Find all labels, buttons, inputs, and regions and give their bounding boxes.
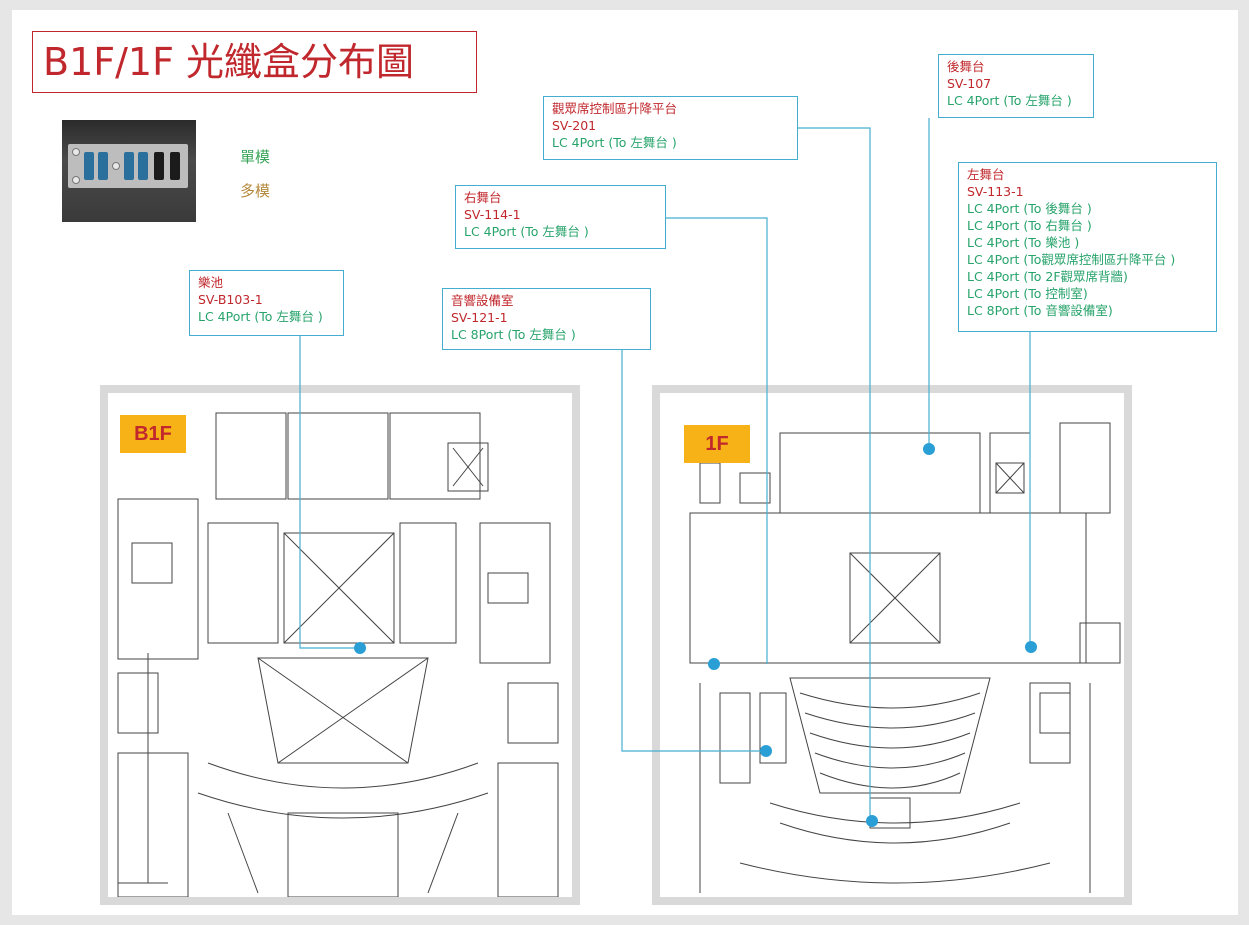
callout-name: 觀眾席控制區升降平台 [552, 101, 678, 116]
b1f-badge: B1F [120, 415, 186, 453]
callout-port: LC 4Port (To 後舞台 ) [967, 201, 1092, 216]
callout-name: 左舞台 [967, 167, 1005, 182]
callout-port: LC 4Port (To 左舞台 ) [947, 93, 1072, 108]
callout-id: SV-121-1 [451, 310, 508, 325]
callout-right-stage: 右舞台 SV-114-1 LC 4Port (To 左舞台 ) [455, 185, 666, 249]
callout-port: LC 4Port (To 左舞台 ) [464, 224, 589, 239]
callout-port: LC 4Port (To 樂池 ) [967, 235, 1080, 250]
leader-right-stage [665, 217, 768, 664]
callout-name: 音響設備室 [451, 293, 514, 308]
callout-id: SV-114-1 [464, 207, 521, 222]
1f-plan-drawing [689, 422, 1121, 893]
callout-id: SV-107 [947, 76, 992, 91]
callout-id: SV-B103-1 [198, 292, 263, 307]
marker-orchestra-pit [354, 642, 366, 654]
callout-port: LC 4Port (To 左舞台 ) [198, 309, 323, 324]
callout-back-stage: 後舞台 SV-107 LC 4Port (To 左舞台 ) [938, 54, 1094, 118]
marker-left-stage [1025, 641, 1037, 653]
b1f-plan-drawing [117, 412, 559, 897]
leader-audience-control [797, 127, 871, 820]
marker-right-stage [708, 658, 720, 670]
callout-name: 樂池 [198, 275, 224, 290]
b1f-floor-plan: B1F [100, 385, 580, 905]
callout-port: LC 4Port (To 左舞台 ) [552, 135, 677, 150]
callout-port: LC 4Port (To 控制室) [967, 286, 1088, 301]
1f-floor-plan: 1F [652, 385, 1132, 905]
callout-port: LC 4Port (To 2F觀眾席背牆) [967, 269, 1128, 284]
callout-port: LC 4Port (To觀眾席控制區升降平台 ) [967, 252, 1176, 267]
leader-audio-room [605, 345, 765, 752]
callout-orchestra-pit: 樂池 SV-B103-1 LC 4Port (To 左舞台 ) [189, 270, 344, 336]
callout-audience-control: 觀眾席控制區升降平台 SV-201 LC 4Port (To 左舞台 ) [543, 96, 798, 160]
callout-id: SV-113-1 [967, 184, 1024, 199]
callout-port: LC 8Port (To 音響設備室) [967, 303, 1113, 318]
fiber-box-photo [62, 120, 196, 222]
leader-orchestra-pit [299, 335, 360, 649]
legend-multi-mode: 多模 [240, 182, 271, 200]
1f-badge: 1F [684, 425, 750, 463]
callout-audio-room: 音響設備室 SV-121-1 LC 8Port (To 左舞台 ) [442, 288, 651, 350]
page-title: B1F/1F 光纖盒分布圖 [32, 31, 477, 93]
marker-back-stage [923, 443, 935, 455]
callout-left-stage: 左舞台 SV-113-1 LC 4Port (To 後舞台 ) LC 4Port… [958, 162, 1217, 332]
callout-name: 後舞台 [947, 59, 985, 74]
callout-name: 右舞台 [464, 190, 502, 205]
callout-port: LC 4Port (To 右舞台 ) [967, 218, 1092, 233]
marker-audience-control [866, 815, 878, 827]
marker-audio-room [760, 745, 772, 757]
callout-id: SV-201 [552, 118, 597, 133]
legend-single-mode: 單模 [240, 148, 271, 166]
callout-port: LC 8Port (To 左舞台 ) [451, 327, 576, 342]
